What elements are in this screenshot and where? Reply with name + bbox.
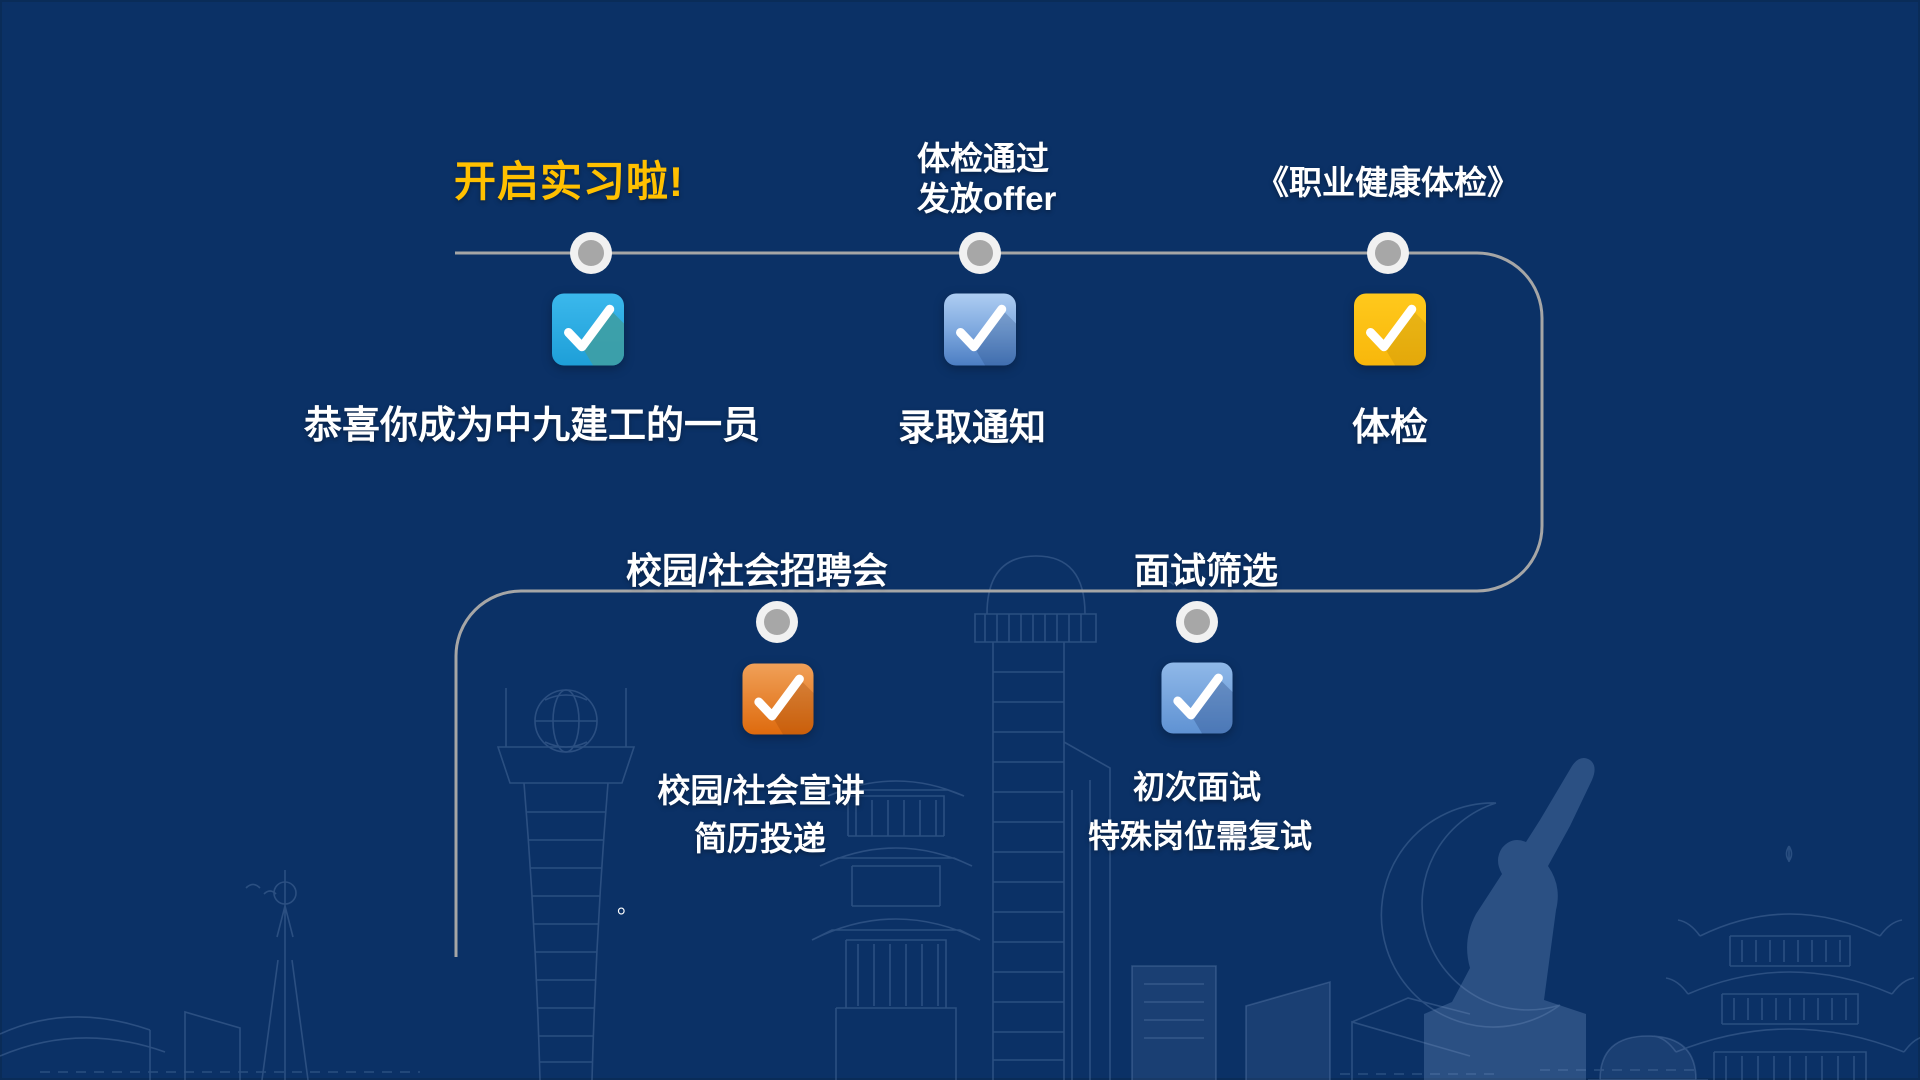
needle-tower-line	[276, 870, 294, 1080]
checkbox-cyan-icon	[552, 293, 624, 366]
row1-step1-label: 恭喜你成为中九建工的一员	[303, 405, 761, 447]
timeline-node-3-dot	[1375, 240, 1401, 266]
row1-step3-label: 体检	[1351, 407, 1429, 449]
timeline-node-4-dot	[764, 609, 790, 635]
row2-step1-label-line2: 简历投递	[694, 820, 826, 857]
timeline-node-2	[959, 232, 1001, 274]
timeline-node-5-dot	[1184, 609, 1210, 635]
globe-tower-sphere	[534, 689, 598, 753]
checkbox-orange-icon	[742, 663, 814, 735]
timeline-node-1-dot	[578, 240, 604, 266]
crescent-moon	[1380, 802, 1561, 1028]
timeline-node-3	[1367, 232, 1409, 274]
checkbox-lightblue-icon	[1161, 662, 1233, 734]
row1-step2-header: 体检通过 发放offer	[917, 139, 1056, 219]
row1-step3-header: 《职业健康体检》	[1256, 164, 1520, 201]
timeline-node-1	[570, 232, 612, 274]
statue-silhouette	[1424, 758, 1595, 1080]
checkmark-icon	[956, 304, 1007, 352]
row2-step2-label-line2: 特殊岗位需复试	[1087, 818, 1313, 854]
timeline-node-2-dot	[967, 240, 993, 266]
checkmark-icon	[1366, 304, 1417, 352]
row2-step2-label-line1: 初次面试	[1132, 769, 1262, 805]
row1-step1-header: 开启实习啦!	[454, 158, 684, 205]
checkmark-icon	[1173, 673, 1223, 720]
checkmark-icon	[564, 304, 615, 352]
row1-step2-header-line1: 体检通过	[917, 140, 1049, 177]
row2-step1-header: 校园/社会招聘会	[625, 550, 889, 591]
row1-step2-header-line2: 发放offer	[917, 180, 1057, 217]
pagoda-finial	[1785, 845, 1793, 863]
checkbox-glossy-blue-icon	[944, 293, 1016, 366]
stray-period-text: 。	[616, 893, 640, 918]
checkmark-icon	[754, 674, 804, 721]
row2-step2-header: 面试筛选	[1133, 550, 1279, 591]
tall-tower-cap	[986, 555, 1086, 615]
row2-step1-label-line1: 校园/社会宣讲	[657, 772, 865, 809]
checkbox-yellow-icon	[1354, 293, 1426, 366]
timeline-node-4	[756, 601, 798, 643]
row1-step2-label: 录取通知	[898, 407, 1046, 448]
timeline-node-5	[1176, 601, 1218, 643]
